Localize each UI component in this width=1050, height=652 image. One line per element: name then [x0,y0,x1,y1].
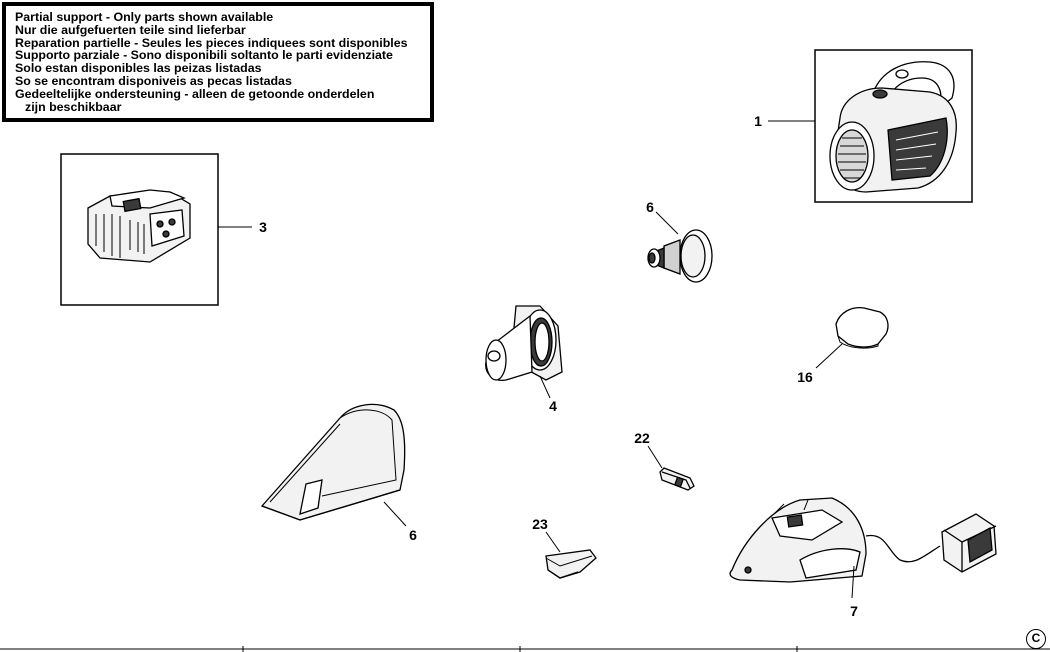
notice-line: Nur die aufgefuerten teile sind lieferba… [15,22,246,37]
notice-line: zijn beschikbaar [25,99,122,114]
notice-line: Reparation partielle - Seules les pieces… [15,35,408,50]
part-number-label: 3 [259,219,267,235]
part-number-label: 4 [549,398,557,414]
notice-line: Gedeeltelijke ondersteuning - alleen de … [15,86,375,101]
part-6-dust-bowl[interactable]: 6 [260,403,417,543]
part-1-motor-housing[interactable]: 1 [754,49,973,203]
part-number-label: 16 [797,369,813,385]
part-number-label: 6 [409,527,417,543]
part-number-label: 1 [754,113,762,129]
part-22-latch[interactable]: 22 [634,430,695,491]
notice-line: Solo estan disponibles las peizas listad… [15,61,262,76]
part-16-filter-pad[interactable]: 16 [797,306,889,385]
part-number-label: 22 [634,430,650,446]
copyright-symbol: C [1026,629,1046,649]
part-4-filter[interactable]: 4 [485,305,563,414]
part-number-label: 7 [850,603,858,619]
part-5-cone-filter[interactable]: 6 [646,199,713,283]
notice-line: So se encontram disponiveis as pecas lis… [15,73,292,88]
part-number-label: 6 [646,199,654,215]
notice-line: Partial support - Only parts shown avail… [15,10,274,24]
part-23-crevice-tool[interactable]: 23 [532,516,597,579]
part-3-battery-pack[interactable]: 3 [60,153,267,306]
part-number-label: 23 [532,516,548,532]
part-7-charger-base[interactable]: 7 [729,497,997,619]
notice-line: Supporto parziale - Sono disponibili sol… [15,48,393,63]
charger-adapter [941,513,997,573]
partial-support-notice: Partial support - Only parts shown avail… [2,2,434,122]
bottom-frame [0,646,1050,652]
